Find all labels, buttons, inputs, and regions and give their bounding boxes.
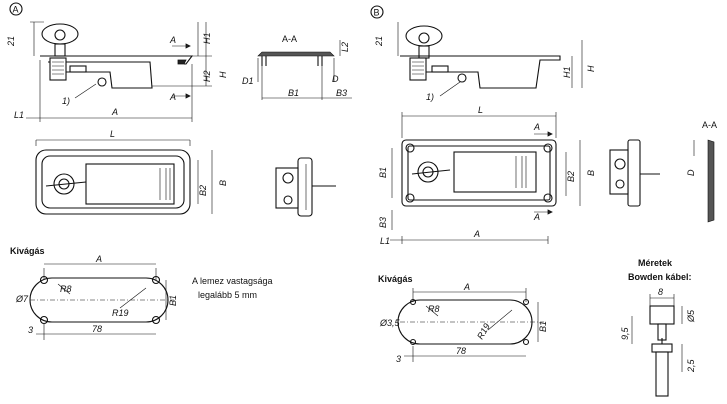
dim-B3-b: B3 <box>378 217 388 228</box>
dim-B3-a: B3 <box>336 88 347 98</box>
variant-a-cutout: Kivágás A R8 R19 Ø7 B1 3 78 A lemez vast… <box>10 246 273 340</box>
dim-H2-a: H2 <box>202 70 212 82</box>
section-title-b: A-A <box>702 120 717 130</box>
cutout-title-b: Kivágás <box>378 274 413 284</box>
dim-L1-a: L1 <box>14 110 24 120</box>
variant-a-side-view: 21 H1 H H2 A A 1) A L1 <box>6 21 228 122</box>
dim-D-b: D <box>686 169 696 176</box>
variant-b-cutout: Kivágás A R8 R19 Ø3,5 B1 3 78 <box>378 274 548 364</box>
dim-8: 8 <box>658 287 663 297</box>
cut-mark-b-top: A <box>533 122 540 132</box>
radius-r8-b: R8 <box>428 304 440 314</box>
dim-2-5: 2,5 <box>686 358 696 373</box>
bowden-cable-detail: Méretek Bowden kábel: 8 Ø5 9,5 2,5 <box>620 258 696 397</box>
variant-b-section: A-A D <box>686 120 717 223</box>
dim-B2-b: B2 <box>566 171 576 182</box>
dim-B-a: B <box>218 180 228 186</box>
cut-mark-a-top: A <box>169 35 176 45</box>
dim-21-b: 21 <box>374 36 384 47</box>
dim-21-a: 21 <box>6 36 16 47</box>
dim-A-b: A <box>473 229 480 239</box>
dim-B1-cutout-b: B1 <box>538 321 548 332</box>
variant-a: A 21 H1 H H2 A A 1) A <box>6 2 352 340</box>
variant-b: B 21 H1 H 1) L <box>370 5 717 397</box>
dim-D1-a: D1 <box>242 76 254 86</box>
cutout-title-a: Kivágás <box>10 246 45 256</box>
dim-78-b: 78 <box>456 346 466 356</box>
dim-H-b: H <box>586 65 596 72</box>
variant-b-marker: B <box>374 8 380 18</box>
dim-L2-a: L2 <box>340 42 350 52</box>
dim-H1-b: H1 <box>562 66 572 78</box>
dim-B2-a: B2 <box>198 185 208 196</box>
dim-L-b: L <box>478 105 483 115</box>
hole-d35-b: Ø3,5 <box>379 318 401 328</box>
variant-a-section: A-A L2 D1 D B1 B3 <box>242 34 352 100</box>
sheet-note-line2: legalább 5 mm <box>198 290 257 300</box>
dim-3-b: 3 <box>396 354 401 364</box>
cut-mark-a-bottom: A <box>169 92 176 102</box>
dim-H1-a: H1 <box>202 32 212 44</box>
dim-A-cutout-a: A <box>95 254 102 264</box>
variant-b-marker-circle <box>370 5 384 19</box>
dim-H-a: H <box>218 71 228 78</box>
ref-1-a: 1) <box>62 96 70 106</box>
dim-A-cutout-b: A <box>463 282 470 292</box>
dim-78-a: 78 <box>92 324 102 334</box>
dim-B1-cutout-a: B1 <box>168 295 178 306</box>
variant-a-front-view: L B2 B <box>35 129 228 215</box>
variant-b-end-view <box>609 139 660 207</box>
dims-title-line2: Bowden kábel: <box>628 272 692 282</box>
variant-b-top-view: L A A B1 B3 B2 B A L1 <box>378 105 596 246</box>
variant-a-marker-circle <box>9 2 23 16</box>
variant-a-end-view <box>275 157 336 217</box>
dim-B-b: B <box>586 170 596 176</box>
radius-r19-a: R19 <box>112 308 129 318</box>
radius-r8-a: R8 <box>60 284 72 294</box>
cut-mark-b-bottom: A <box>533 212 540 222</box>
dim-3-a: 3 <box>28 325 33 335</box>
ref-1-b: 1) <box>426 92 434 102</box>
dim-9-5: 9,5 <box>620 326 630 340</box>
dim-d5: Ø5 <box>686 309 696 323</box>
variant-a-marker: A <box>13 5 19 15</box>
dim-B1-a: B1 <box>288 88 299 98</box>
dim-A-a: A <box>111 107 118 117</box>
dims-title-line1: Méretek <box>638 258 673 268</box>
radius-r19-b: R19 <box>475 322 492 341</box>
hole-d7-a: Ø7 <box>15 294 29 304</box>
variant-b-side-view: 21 H1 H 1) <box>374 22 596 102</box>
section-title-a: A-A <box>282 34 297 44</box>
sheet-note-line1: A lemez vastagsága <box>192 276 273 286</box>
dim-B1-b: B1 <box>378 167 388 178</box>
dim-L-a: L <box>110 129 115 139</box>
dim-D-a: D <box>332 74 339 84</box>
dim-L1-b: L1 <box>380 236 390 246</box>
